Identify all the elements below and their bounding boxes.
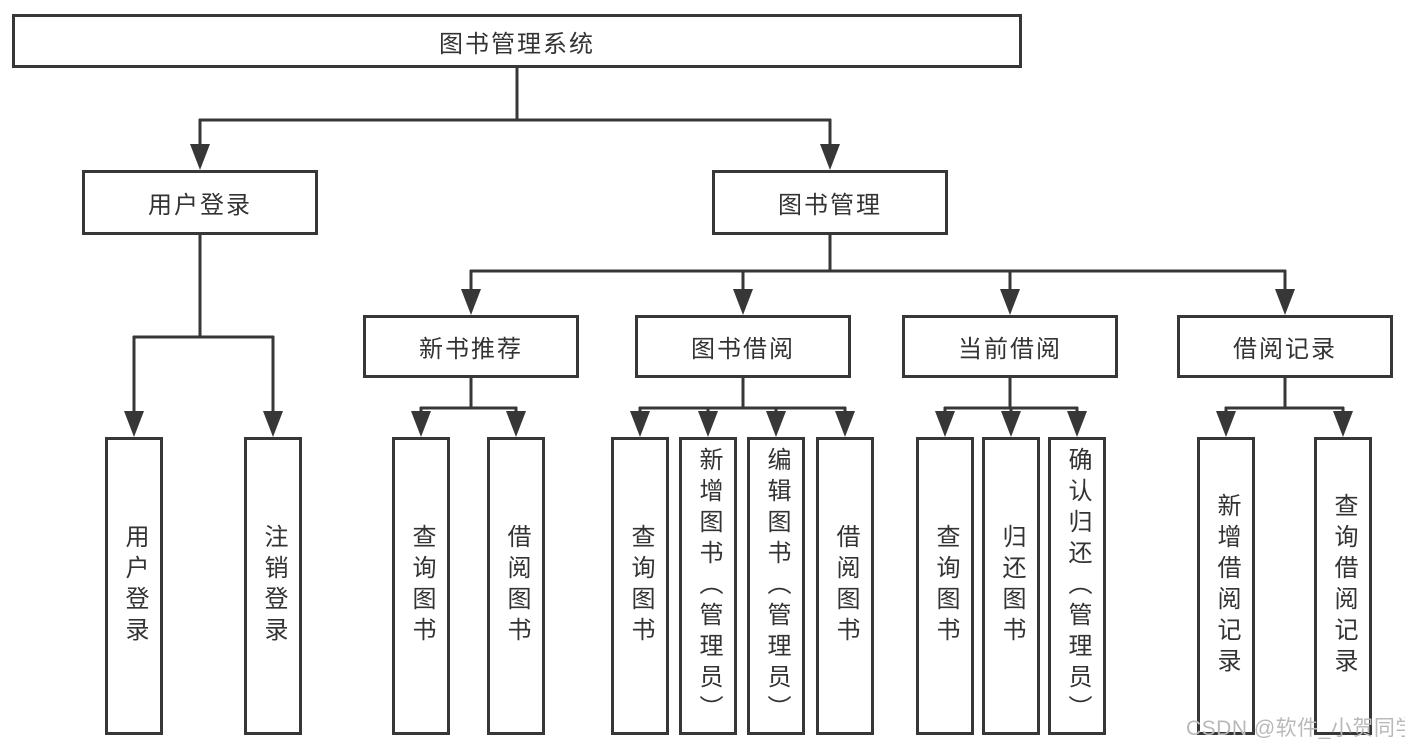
leaf-borrow-book-recommend: 借阅图书 (487, 437, 545, 735)
node-book-management: 图书管理 (712, 170, 948, 235)
connector-book-borrow (638, 377, 847, 413)
leaf-add-borrow-record: 新增借阅记录 (1197, 437, 1255, 735)
connector-book-management (469, 234, 1287, 291)
connector-user-login (132, 234, 275, 413)
node-root: 图书管理系统 (12, 14, 1022, 68)
arrowheads-to-level2 (190, 144, 840, 170)
arrowheads-new-book-recommend-leaves (411, 411, 526, 437)
connector-new-book-recommend (419, 377, 518, 413)
leaf-user-login: 用户登录 (105, 437, 163, 735)
leaf-query-book-recommend: 查询图书 (392, 437, 450, 735)
arrowheads-current-borrow-leaves (935, 411, 1087, 437)
arrowheads-to-level3 (461, 289, 1295, 315)
leaf-logout: 注销登录 (244, 437, 302, 735)
leaf-query-book-current: 查询图书 (916, 437, 974, 735)
arrowheads-book-borrow-leaves (630, 411, 855, 437)
connector-borrow-records (1224, 377, 1345, 413)
connector-current-borrow (943, 377, 1079, 413)
leaf-add-book-admin: 新增图书（管理员） (679, 437, 737, 735)
leaf-query-borrow-record: 查询借阅记录 (1314, 437, 1372, 735)
leaf-confirm-return-admin: 确认归还（管理员） (1048, 437, 1106, 735)
csdn-watermark: CSDN @软件_小贺同学 (1186, 717, 1405, 740)
node-current-borrow: 当前借阅 (902, 315, 1118, 378)
node-new-book-recommend: 新书推荐 (363, 315, 579, 378)
leaf-query-book-borrow: 查询图书 (611, 437, 669, 735)
leaf-edit-book-admin: 编辑图书（管理员） (747, 437, 805, 735)
node-user-login: 用户登录 (82, 170, 318, 235)
arrowheads-user-login-leaves (124, 411, 283, 437)
connector-root (198, 67, 832, 150)
arrowheads-borrow-records-leaves (1216, 411, 1353, 437)
node-book-borrow: 图书借阅 (635, 315, 851, 378)
node-borrow-records: 借阅记录 (1177, 315, 1393, 378)
leaf-borrow-book: 借阅图书 (816, 437, 874, 735)
leaf-return-book: 归还图书 (982, 437, 1040, 735)
